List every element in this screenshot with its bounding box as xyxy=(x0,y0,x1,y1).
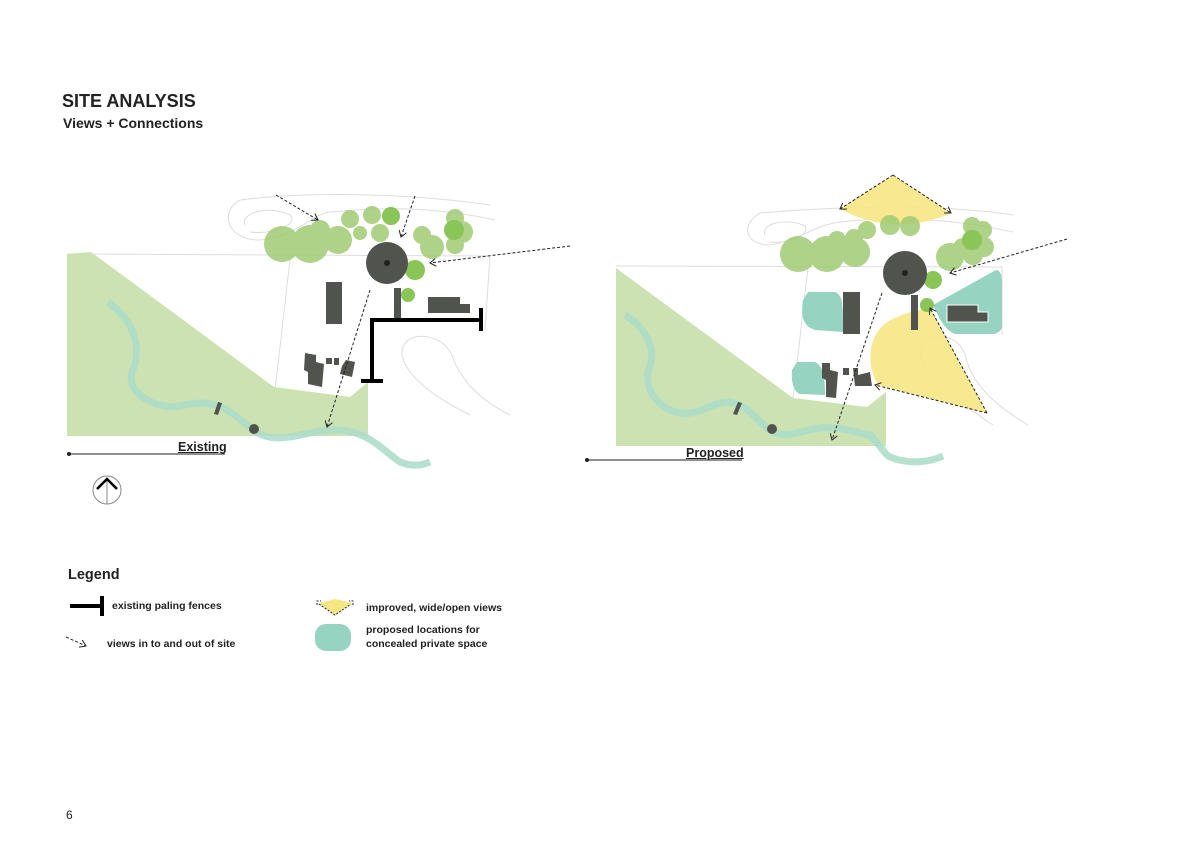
trees xyxy=(780,215,994,312)
fence xyxy=(361,308,483,383)
improved-view-areas xyxy=(840,175,987,413)
grass-area xyxy=(616,268,886,446)
existing-plan xyxy=(66,194,571,505)
buildings xyxy=(733,251,989,434)
view-arrows xyxy=(275,194,571,427)
proposed-plan xyxy=(585,174,1068,466)
river xyxy=(623,311,945,466)
dashed-arrow-icon xyxy=(65,636,86,646)
legend-private-label-2: concealed private space xyxy=(366,638,488,650)
trees xyxy=(264,206,473,302)
buildings xyxy=(214,242,470,434)
page-subtitle: Views + Connections xyxy=(63,115,204,131)
private-space-icon xyxy=(315,624,351,651)
legend-views-label: views in to and out of site xyxy=(107,638,236,650)
view-cone-icon xyxy=(316,599,354,616)
legend-fence-label: existing paling fences xyxy=(112,600,222,612)
legend-title: Legend xyxy=(68,567,120,583)
fence-icon xyxy=(70,596,104,616)
scale-bar xyxy=(585,458,742,462)
north-arrow-icon xyxy=(92,475,122,505)
legend-open-views-label: improved, wide/open views xyxy=(366,602,502,614)
grass-area xyxy=(67,252,368,436)
view-arrows xyxy=(832,174,1068,440)
page-number: 6 xyxy=(66,808,73,822)
proposed-label: Proposed xyxy=(686,446,744,460)
scale-bar xyxy=(67,452,225,456)
existing-label: Existing xyxy=(178,440,227,454)
page-title: SITE ANALYSIS xyxy=(62,91,196,111)
legend-private-label-1: proposed locations for xyxy=(366,624,480,636)
